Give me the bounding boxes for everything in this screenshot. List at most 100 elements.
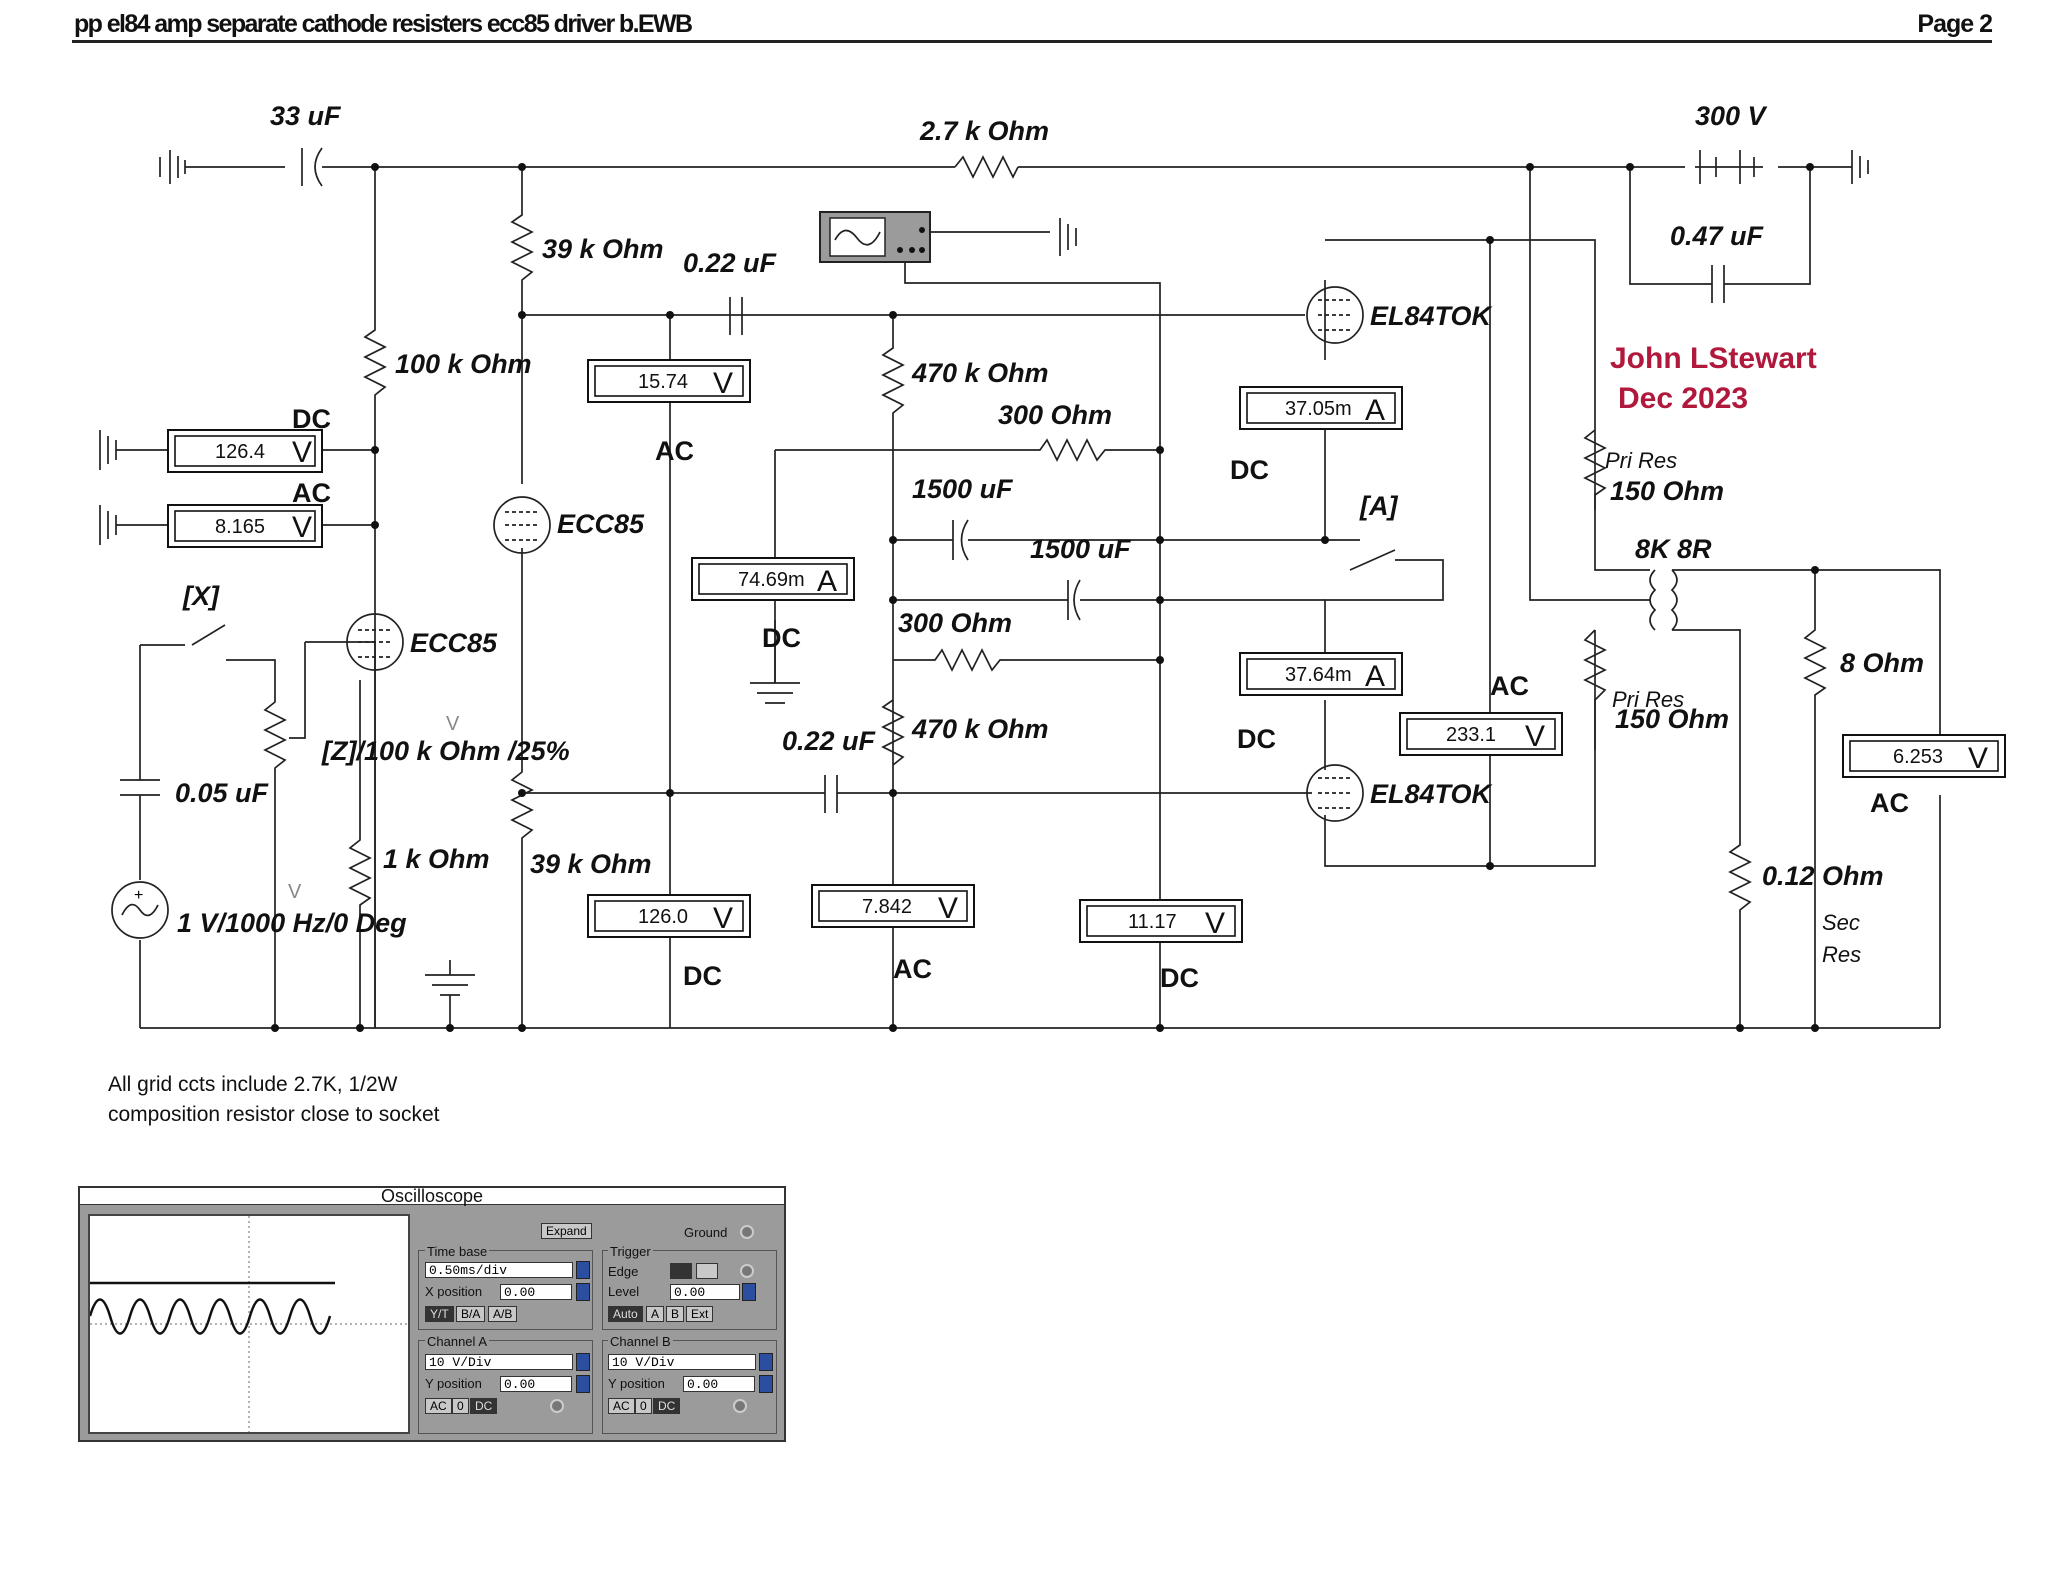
- mode-yt-button[interactable]: Y/T: [425, 1306, 454, 1322]
- meter-unit: V: [713, 902, 733, 935]
- label-r-27k: 2.7 k Ohm: [919, 116, 1049, 146]
- ground-terminal[interactable]: [740, 1225, 754, 1239]
- note-line-1: All grid ccts include 2.7K, 1/2W: [108, 1073, 398, 1096]
- label-pri-res-bot-b: 150 Ohm: [1615, 704, 1729, 734]
- label-sec-res-a: Sec: [1822, 910, 1860, 935]
- level-label: Level: [608, 1284, 640, 1299]
- meter-m8: 6.253 V AC: [1842, 734, 2006, 818]
- tube-ecc85-a: [493, 496, 551, 554]
- note-line-2: composition resistor close to socket: [108, 1103, 440, 1126]
- trigger-a-button[interactable]: A: [646, 1306, 665, 1322]
- label-pri-res-bot-a: Pri Res: [1612, 687, 1684, 712]
- edge-label: Edge: [608, 1264, 639, 1279]
- x-position-field[interactable]: 0.00: [500, 1284, 572, 1300]
- ground-label: Ground: [684, 1225, 728, 1240]
- channel-b-ypos-field[interactable]: 0.00: [683, 1376, 755, 1392]
- label-c-1500-a: 1500 uF: [912, 474, 1014, 504]
- label-c-1500-b: 1500 uF: [1030, 534, 1132, 564]
- meter-value: 15.74: [638, 371, 688, 393]
- oscilloscope-icon: [819, 211, 931, 263]
- label-r-1k: 1 k Ohm: [383, 844, 490, 874]
- meter-value: 126.4: [215, 441, 265, 463]
- trigger-b-button[interactable]: B: [666, 1306, 685, 1322]
- meter-unit: V: [1525, 720, 1545, 753]
- label-c-022-bot: 0.22 uF: [782, 726, 877, 756]
- trigger-auto-button[interactable]: Auto: [608, 1306, 643, 1322]
- expand-button[interactable]: Expand: [541, 1223, 592, 1239]
- meter-m2: 8.165 V AC: [167, 478, 331, 548]
- channel-a-scale-field[interactable]: 10 V/Div: [425, 1354, 573, 1370]
- tube-el84-top: [1306, 286, 1364, 344]
- channel-b-zero-button[interactable]: 0: [635, 1398, 652, 1414]
- meter-value: 8.165: [215, 516, 265, 538]
- oscilloscope-title: Oscilloscope: [80, 1187, 784, 1205]
- channel-a-ypos-spinner[interactable]: [576, 1375, 590, 1393]
- tube-ecc85-b: [346, 613, 404, 671]
- meter-m3: 15.74 V AC: [587, 359, 751, 466]
- label-ecc85-b: ECC85: [410, 628, 498, 658]
- channel-a-ypos-label: Y position: [425, 1376, 482, 1391]
- channel-b-ypos-spinner[interactable]: [759, 1375, 773, 1393]
- channel-a-dc-button[interactable]: DC: [470, 1398, 498, 1414]
- level-spinner[interactable]: [742, 1283, 756, 1301]
- level-field[interactable]: 0.00: [670, 1284, 740, 1300]
- channel-b-dc-button[interactable]: DC: [653, 1398, 681, 1414]
- trigger-terminal[interactable]: [740, 1264, 754, 1278]
- page-number: Page 2: [1917, 10, 1993, 38]
- label-transformer: 8K 8R: [1635, 534, 1712, 564]
- junction-dots: [271, 163, 1819, 1032]
- meter-mode: DC: [762, 623, 801, 653]
- label-c-022-top: 0.22 uF: [683, 248, 778, 278]
- meter-unit: V: [292, 436, 312, 469]
- channel-b-ac-button[interactable]: AC: [608, 1398, 635, 1414]
- label-el84-top: EL84TOK: [1370, 301, 1494, 331]
- meter-value: 37.64m: [1285, 664, 1352, 686]
- mode-ab-button[interactable]: A/B: [488, 1306, 518, 1322]
- x-position-spinner[interactable]: [576, 1283, 590, 1301]
- channel-b-terminal[interactable]: [733, 1399, 747, 1413]
- meter-m9: 126.0 V DC: [587, 894, 751, 991]
- edge-rising-button[interactable]: [670, 1263, 692, 1279]
- meter-unit: A: [1365, 660, 1385, 693]
- meter-unit: V: [1968, 742, 1988, 775]
- meter-value: 126.0: [638, 906, 688, 928]
- channel-a-zero-button[interactable]: 0: [452, 1398, 469, 1414]
- channel-a-scale-spinner[interactable]: [576, 1353, 590, 1371]
- page-header: pp el84 amp separate cathode resisters e…: [72, 10, 1993, 43]
- channel-b-scale-spinner[interactable]: [759, 1353, 773, 1371]
- channel-b-scale-field[interactable]: 10 V/Div: [608, 1354, 756, 1370]
- oscilloscope-screen: [88, 1214, 410, 1434]
- meter-value: 233.1: [1446, 724, 1496, 746]
- mode-ba-button[interactable]: B/A: [456, 1306, 486, 1322]
- label-source: 1 V/1000 Hz/0 Deg: [177, 908, 407, 938]
- meter-mode: AC: [655, 436, 694, 466]
- channel-a-ac-button[interactable]: AC: [425, 1398, 452, 1414]
- meter-value: 74.69m: [738, 569, 805, 591]
- label-sec-res-b: Res: [1822, 942, 1861, 967]
- channel-b-ypos-label: Y position: [608, 1376, 665, 1391]
- channel-a-terminal[interactable]: [550, 1399, 564, 1413]
- meter-m5: 37.05m A DC: [1230, 386, 1403, 485]
- edge-falling-button[interactable]: [696, 1263, 718, 1279]
- trigger-ext-button[interactable]: Ext: [686, 1306, 714, 1322]
- meter-m7: 233.1 V AC: [1399, 671, 1563, 756]
- channel-a-ypos-field[interactable]: 0.00: [500, 1376, 572, 1392]
- channel-a-group: [418, 1340, 593, 1434]
- meter-value: 6.253: [1893, 746, 1943, 768]
- svg-text:+: +: [134, 887, 143, 904]
- meter-value: 37.05m: [1285, 398, 1352, 420]
- label-r-39k-bot: 39 k Ohm: [530, 849, 652, 879]
- note: All grid ccts include 2.7K, 1/2W composi…: [108, 1070, 439, 1130]
- label-r-100k: 100 k Ohm: [395, 349, 532, 379]
- meter-m1: 126.4 V DC: [167, 404, 331, 473]
- channel-a-label: Channel A: [425, 1334, 489, 1349]
- label-r-8: 8 Ohm: [1840, 648, 1924, 678]
- meter-mode: DC: [292, 404, 331, 434]
- label-c-input: 33 uF: [270, 101, 342, 131]
- timebase-field[interactable]: 0.50ms/div: [425, 1262, 573, 1278]
- meter-mode: AC: [893, 954, 932, 984]
- label-r-470k-bot: 470 k Ohm: [911, 714, 1049, 744]
- label-v-mark-b: V: [288, 881, 302, 903]
- timebase-spinner[interactable]: [576, 1261, 590, 1279]
